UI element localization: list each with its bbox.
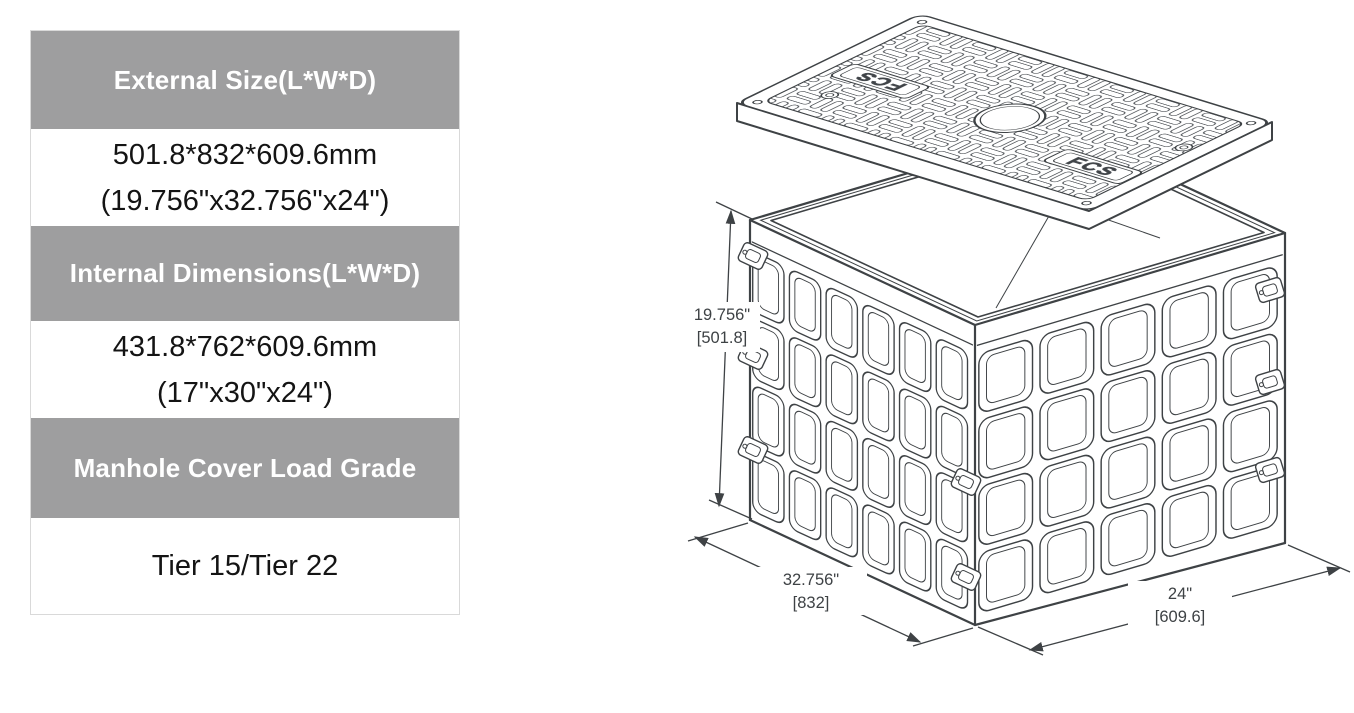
box-right-face-grid [976,253,1283,615]
cover-center-circle [973,103,1047,133]
dimension-height-mm: [501.8] [697,329,747,347]
dimension-height-inches: 19.756" [694,306,750,324]
dimension-length-inches: 32.756" [783,571,839,589]
cover-corner-holes [752,19,1257,206]
dimension-width-inches: 24" [1168,585,1192,603]
box-left-face-grid [751,241,973,612]
dimension-length: 32.756" [832] [687,522,974,647]
dimension-height: 19.756" [501.8] [684,201,760,520]
dimension-width-mm: [609.6] [1155,608,1205,626]
cover-side-thickness [736,102,1273,230]
row-value-external-size: 501.8*832*609.6mm (19.756"x32.756"x24") [31,129,459,226]
manhole-cover-illustration: FCS FCS [736,15,1273,230]
dimension-annotations: 19.756" [501.8] 32.756" [832] 24" [609.6… [684,201,1351,656]
row-value-load-grade: Tier 15/Tier 22 [31,518,459,614]
dimension-width: 24" [609.6] [977,544,1351,656]
row-value-internal-dimensions: 431.8*762*609.6mm (17"x30"x24") [31,321,459,418]
row-header-load-grade: Manhole Cover Load Grade [31,418,459,518]
cover-emblem [820,91,1194,152]
spec-table: External Size(L*W*D) 501.8*832*609.6mm (… [30,30,460,615]
dimension-length-mm: [832] [793,594,830,612]
row-header-internal-dimensions: Internal Dimensions(L*W*D) [31,226,459,321]
row-header-external-size: External Size(L*W*D) [31,31,459,129]
